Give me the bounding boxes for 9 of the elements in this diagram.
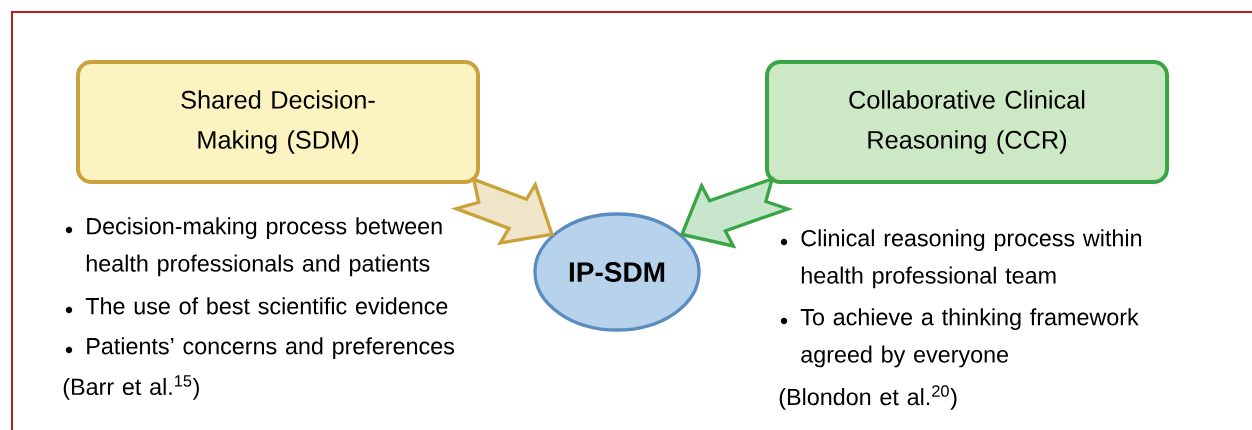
bullet-text: (Barr et al.$^{15}$) bbox=[63, 375, 199, 400]
bullet-text: The use of best scientific evidence bbox=[85, 297, 448, 315]
bullet-text: Decision-making process between health professionals and patients bbox=[86, 217, 442, 277]
bullet-text: Patients’ concerns and preferences bbox=[87, 337, 454, 360]
rounded-box: Collaborative Clinical Reasoning (CCR) bbox=[765, 60, 1169, 184]
bullet-text: (Blondon et al.$^{20}$) bbox=[779, 385, 957, 410]
bullet-text: To achieve a thinking framework agreed by everyone bbox=[800, 308, 1139, 368]
bullet-text: Clinical reasoning process within health professional team bbox=[801, 229, 1142, 289]
rounded-box: Shared Decision-Making (SDM) bbox=[76, 60, 480, 184]
